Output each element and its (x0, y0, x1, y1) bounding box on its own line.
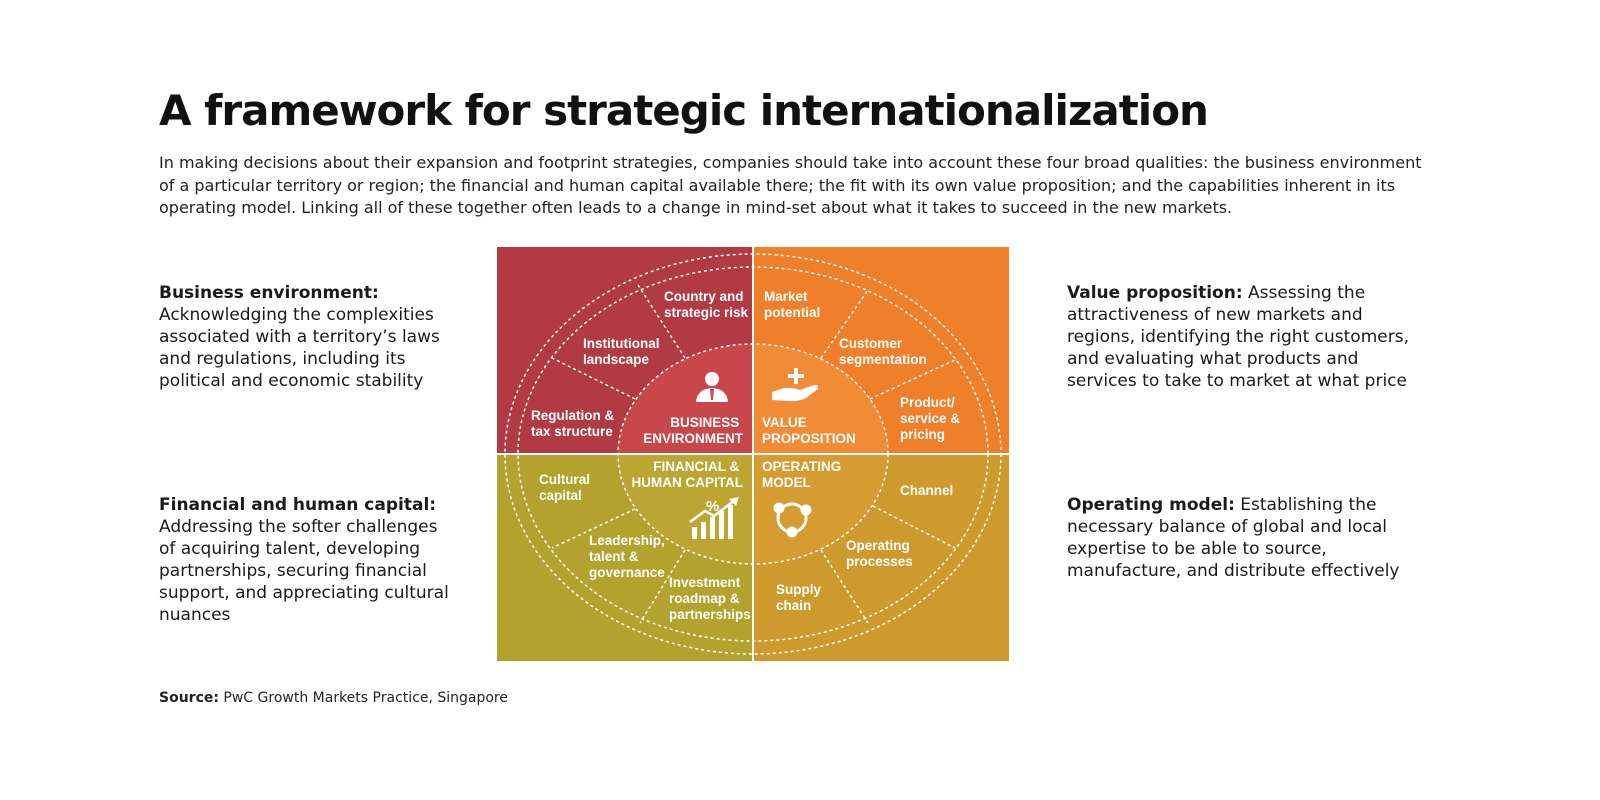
label-leadership-talent-governance: Leadership, talent & governance (589, 533, 669, 580)
growth-chart-icon: % (689, 497, 739, 539)
intro-paragraph: In making decisions about their expansio… (159, 153, 1422, 217)
operating-model-body: Establishing the necessary balance of gl… (1067, 495, 1400, 581)
financial-human-capital-heading: Financial and human capital: (159, 495, 437, 515)
source-label: Source: (159, 690, 219, 706)
name-value-proposition: VALUE PROPOSITION (762, 415, 856, 446)
divider (639, 549, 686, 624)
label-country-strategic-risk: Country and strategic risk (664, 289, 749, 320)
person-icon (696, 372, 728, 402)
value-proposition-body: Assessing the attractiveness of new mark… (1067, 283, 1409, 391)
label-cultural-capital: Cultural capital (539, 472, 594, 503)
operating-model-heading: Operating model: (1067, 495, 1235, 515)
divider (637, 284, 686, 359)
source-text: PwC Growth Markets Practice, Singapore (218, 690, 508, 706)
label-investment-roadmap-partnerships: Investment roadmap & partnerships (669, 575, 751, 622)
source-note: Source: PwC Growth Markets Practice, Sin… (159, 690, 508, 706)
hand-plus-icon (772, 368, 819, 402)
name-business-environment: BUSINESS ENVIRONMENT (643, 415, 744, 446)
value-proposition-heading: Value proposition: (1067, 283, 1243, 303)
label-customer-segmentation: Customer segmentation (839, 336, 927, 367)
name-operating-model: OPERATING MODEL (762, 459, 845, 490)
name-financial-human-capital: FINANCIAL & HUMAN CAPITAL (632, 459, 744, 490)
label-product-service-pricing: Product/ service & pricing (900, 395, 964, 442)
network-icon (773, 502, 812, 538)
financial-human-capital-body: Addressing the softer challenges of acqu… (159, 517, 449, 625)
label-operating-processes: Operating processes (846, 538, 914, 569)
page-title: A framework for strategic internationali… (159, 86, 1209, 135)
operating-model-description: Operating model: Establishing the necess… (1067, 494, 1412, 582)
value-proposition-description: Value proposition: Assessing the attract… (1067, 282, 1412, 392)
divider (820, 289, 869, 359)
label-regulation-tax-structure: Regulation & tax structure (531, 408, 618, 439)
business-environment-description: Business environment:Acknowledging the c… (159, 282, 459, 392)
divider (820, 549, 869, 624)
label-market-potential: Market potential (764, 289, 820, 320)
business-environment-heading: Business environment: (159, 283, 379, 303)
label-channel: Channel (900, 483, 953, 498)
business-environment-body: Acknowledging the complexities associate… (159, 305, 440, 391)
label-institutional-landscape: Institutional landscape (583, 336, 663, 367)
svg-text:%: % (706, 498, 719, 515)
label-supply-chain: Supply chain (776, 582, 825, 613)
financial-human-capital-description: Financial and human capital:Addressing t… (159, 494, 459, 626)
